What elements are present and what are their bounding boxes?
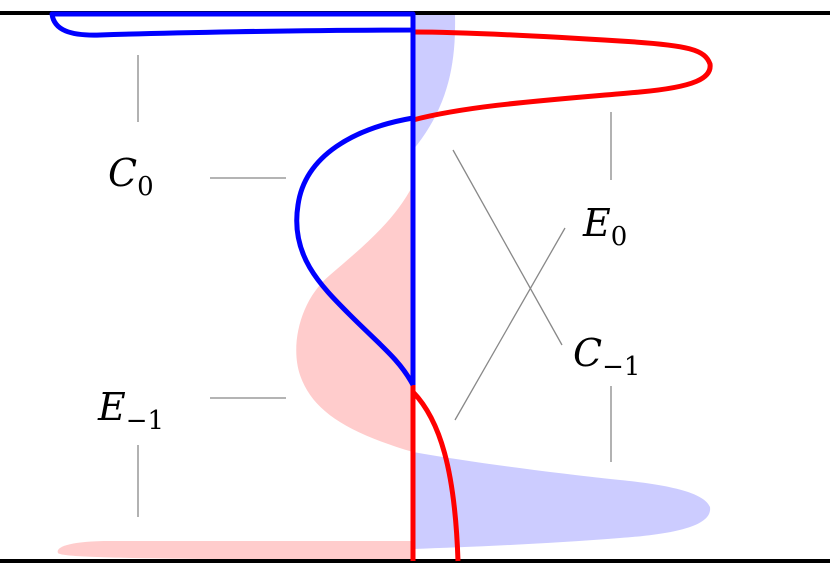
red-curve-top-lobe	[412, 29, 713, 123]
leader-lines	[137, 55, 612, 517]
label-e-minus-1: E−1	[97, 385, 164, 436]
label-c0: C0	[108, 151, 154, 202]
leader-e0-diag	[454, 227, 566, 421]
blue-shaded-region-bottom	[413, 452, 711, 549]
red-curve-bottom-tail	[411, 390, 461, 562]
label-e0: E0	[582, 201, 627, 252]
leader-cm1-diag	[452, 149, 563, 346]
red-shaded-region-bottom	[57, 541, 413, 560]
blue-curve-bulge	[294, 115, 416, 387]
label-c-minus-1: C−1	[573, 331, 640, 382]
blue-curve-top-loop	[49, 11, 416, 38]
